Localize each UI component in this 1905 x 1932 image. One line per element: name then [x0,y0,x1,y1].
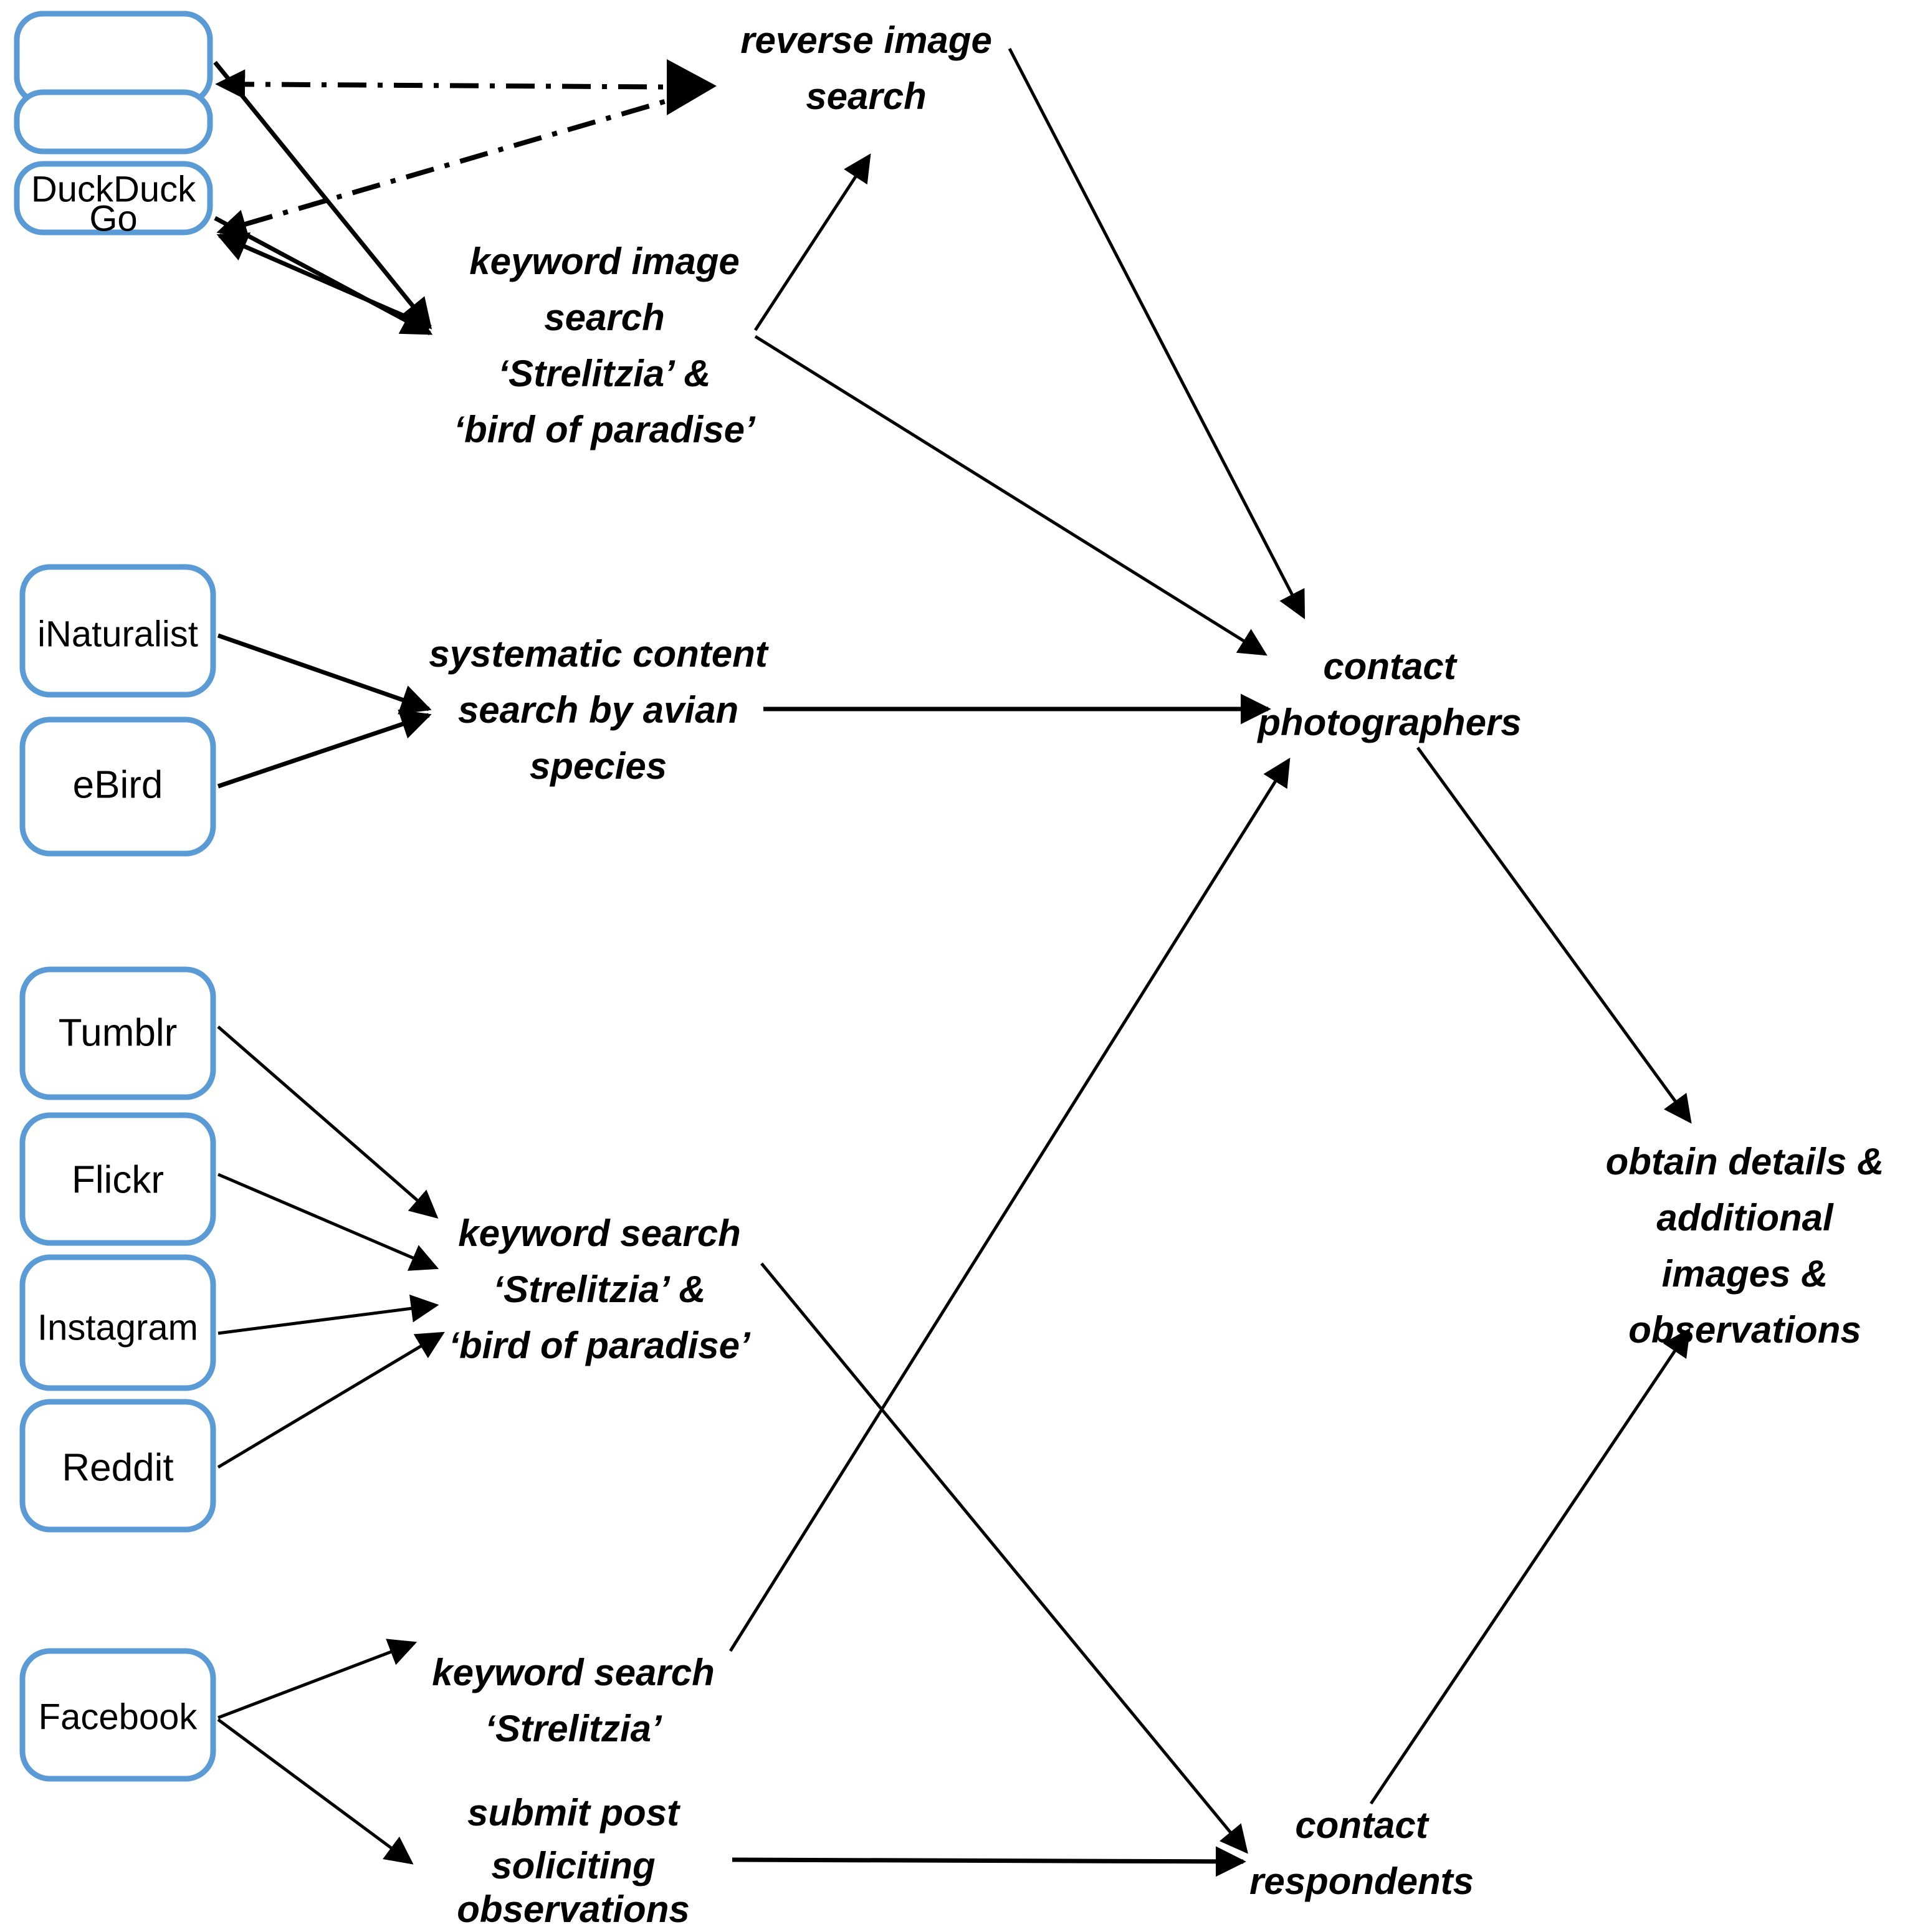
edge-bing-to-keyword-image-search [216,232,431,330]
node-reddit-label: Reddit [62,1446,173,1489]
process-keyword-search-social-line-2: ‘bird of paradise’ [449,1325,751,1366]
edge-facebook-to-keyword-search-facebook [217,1639,418,1720]
node-inaturalist-label: iNaturalist [37,614,198,654]
process-contact-respondents-line-0: contact [1295,1804,1430,1846]
process-keyword-image-search-line-3: ‘bird of paradise’ [454,409,756,450]
process-systematic-content-search-line-1: search by avian [458,689,738,731]
node-instagram-label: Instagram [37,1307,198,1348]
process-keyword-search-facebook: keyword search ‘Strelitzia’ [432,1652,715,1749]
node-instagram-box[interactable] [19,1254,216,1391]
process-reverse-image-search-line-1: search [806,75,926,117]
node-inaturalist[interactable]: iNaturalist [19,564,216,698]
edge-facebook-to-submit-post [217,1718,414,1865]
process-keyword-image-search-line-0: keyword image [469,240,740,282]
process-obtain-details: obtain details & additional images & obs… [1606,1141,1884,1351]
process-systematic-content-search-line-0: systematic content [429,633,770,675]
node-reddit[interactable]: Reddit [19,1399,216,1533]
edge-contact-photographers-to-obtain-details [1416,746,1692,1124]
node-bing-outline [14,89,213,155]
edge-duckduckgo-to-keyword-image-search [214,216,433,336]
process-contact-photographers-line-0: contact [1323,645,1458,687]
process-keyword-search-facebook-line-0: keyword search [432,1652,715,1693]
process-obtain-details-line-0: obtain details & [1606,1141,1884,1183]
node-ebird[interactable]: eBird [19,716,216,857]
node-ebird-label: eBird [73,763,163,806]
node-duckduckgo-label-line2: Go [89,198,137,239]
edge-contact-respondents-to-obtain-details [1369,1328,1691,1805]
process-keyword-search-social-line-1: ‘Strelitzia’ & [493,1268,705,1310]
process-keyword-image-search: keyword image search ‘Strelitzia’ & ‘bir… [454,240,756,450]
process-keyword-search-social: keyword search ‘Strelitzia’ & ‘bird of p… [449,1212,751,1366]
reverse-image-search-arrowhead [667,59,717,115]
node-tumblr[interactable]: Tumblr [19,966,216,1100]
node-instagram[interactable]: Instagram [19,1254,216,1391]
process-keyword-image-search-line-1: search [544,297,664,338]
node-duckduckgo-label-line1: DuckDuck [31,169,196,209]
process-obtain-details-line-1: additional [1656,1197,1834,1239]
process-reverse-image-search-line-0: reverse image [740,19,992,61]
node-facebook-box[interactable] [19,1648,216,1782]
edge-keyword-image-search-to-contact-photographers [754,335,1268,656]
node-facebook[interactable]: Facebook [19,1648,216,1782]
process-keyword-search-social-line-0: keyword search [458,1212,741,1254]
process-obtain-details-line-2: images & [1662,1253,1828,1295]
node-facebook-label: Facebook [39,1696,198,1737]
process-contact-respondents-line-1: respondents [1249,1860,1474,1902]
edge-inaturalist-to-systematic-content-search [217,633,432,715]
node-reddit-box[interactable] [19,1399,216,1533]
node-inaturalist-box[interactable] [19,564,216,698]
edge-tumblr-to-keyword-search-social [217,1025,439,1219]
process-submit-post-line-0: submit post [467,1792,681,1834]
edge-reverse-image-search-to-contact-photographers [1008,47,1306,619]
process-keyword-image-search-line-2: ‘Strelitzia’ & [498,353,710,394]
node-flickr-label: Flickr [72,1158,164,1201]
process-obtain-details-line-3: observations [1628,1309,1861,1351]
process-contact-respondents: contact respondents [1249,1804,1474,1902]
edge-submit-post-to-contact-respondents [732,1846,1246,1877]
process-systematic-content-search-line-2: species [530,745,667,787]
node-duckduckgo[interactable]: DuckDuck Go [14,161,213,239]
edge-reverse-image-search-to-bing [216,88,704,239]
process-systematic-content-search: systematic content search by avian speci… [429,633,770,787]
edge-reverse-image-search-to-google [215,69,704,100]
process-keyword-search-facebook-line-1: ‘Strelitzia’ [485,1708,662,1749]
edge-keyword-image-search-to-reverse-image-search [753,153,871,331]
process-contact-photographers-line-1: photographers [1256,702,1521,743]
process-contact-photographers: contact photographers [1256,645,1521,743]
node-ebird-box[interactable] [19,716,216,857]
node-tumblr-label: Tumblr [59,1011,178,1054]
process-submit-post: submit post soliciting observations [457,1792,689,1930]
node-duckduckgo-box[interactable] [14,161,213,236]
edge-reddit-to-keyword-search-social [217,1331,445,1469]
edge-keyword-search-social-to-contact-respondents [760,1262,1248,1854]
process-submit-post-line-2: observations [457,1888,689,1930]
edge-instagram-to-keyword-search-social [217,1294,439,1335]
edge-keyword-search-facebook-to-contact-photographers [728,758,1291,1652]
edge-google-to-keyword-image-search [213,60,432,330]
process-submit-post-line-1: soliciting [491,1845,655,1887]
edge-flickr-to-keyword-search-social [217,1173,439,1271]
process-reverse-image-search: reverse image search [740,19,992,117]
edge-ebird-to-systematic-content-search [217,709,432,789]
node-flickr[interactable]: Flickr [19,1112,216,1246]
node-tumblr-box[interactable] [19,966,216,1100]
node-flickr-box[interactable] [19,1112,216,1246]
